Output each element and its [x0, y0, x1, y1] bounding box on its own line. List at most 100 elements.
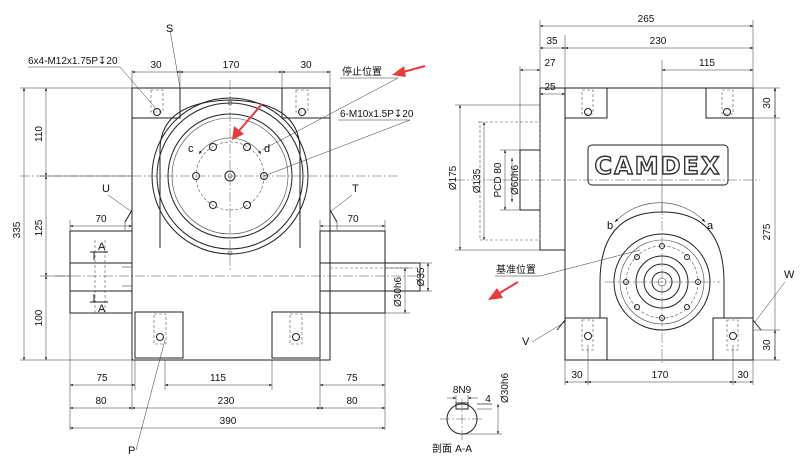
tap-callout-12: 6x4-M12x1.75P↧20: [28, 56, 118, 67]
dim-335: 335: [12, 221, 23, 238]
front-red-arrow: [232, 103, 263, 140]
dim-115-side: 115: [699, 58, 715, 69]
dim-pcd80: PCD 80: [493, 162, 504, 197]
front-labels: 30 170 30 335 110 125 100 70 70 75 115 7…: [12, 23, 536, 457]
side-tap-hidden: [581, 319, 594, 351]
front-dimensions: [20, 29, 432, 451]
left-input-shaft: [69, 262, 133, 292]
letter-b: b: [607, 220, 613, 232]
side-tap-hole: [729, 332, 737, 340]
dim-170-top: 170: [223, 60, 240, 71]
letter-V: V: [522, 336, 530, 348]
side-tap-hidden: [726, 319, 739, 351]
dim-75-right: 75: [346, 373, 358, 384]
dim-265: 265: [638, 14, 655, 25]
dim-phi60h6: Ø60h6: [510, 165, 521, 195]
letter-W: W: [784, 269, 795, 281]
dim-30-top-left: 30: [150, 60, 162, 71]
chamfer-mark: [124, 209, 133, 223]
section-title: 剖面 A-A: [432, 442, 472, 455]
section-labels: 8N9 4 Ø30h6 剖面 A-A: [432, 373, 511, 455]
side-top-left-boss: [564, 87, 608, 119]
letter-c: c: [188, 143, 194, 155]
dim-phi175: Ø175: [448, 165, 459, 190]
dim-30-side-br: 30: [737, 370, 749, 381]
side-labels: 265 35 230 27 115 25 30 Ø175 Ø135 PCD 80…: [448, 14, 795, 381]
dim-110: 110: [34, 126, 45, 142]
letter-U: U: [102, 183, 110, 195]
front-tap-hole: [153, 108, 161, 116]
chamfer-mark: [329, 209, 338, 223]
letter-A-top: A: [98, 241, 106, 253]
front-tap-hidden-right: [295, 89, 309, 113]
side-flange: [539, 87, 566, 251]
side-tap-hidden: [581, 89, 594, 115]
dim-phi35: Ø35: [416, 267, 427, 286]
dim-80-right: 80: [346, 396, 358, 407]
side-dimensions: [455, 20, 786, 385]
dim-27: 27: [544, 58, 556, 69]
side-top-right-boss: [705, 87, 754, 119]
brand-logo-text: CAMDEX: [595, 152, 722, 180]
front-top-right-boss: [281, 87, 331, 119]
brand-plate: [587, 144, 729, 186]
section-a-a: [440, 395, 502, 440]
top-red-arrow: [392, 65, 426, 77]
front-bottom-right-boss: [271, 311, 321, 359]
front-top-left-boss: [131, 87, 181, 119]
front-tap-hole: [156, 333, 164, 341]
side-hidden-disc: [479, 121, 541, 241]
dim-phi30h6: Ø30h6: [393, 277, 404, 307]
dim-30-side-bottom: 30: [762, 339, 773, 351]
side-tap-hole: [723, 108, 731, 116]
dim-30-side-bl: 30: [571, 370, 583, 381]
dim-30-top-right: 30: [300, 60, 312, 71]
side-foot-chamfer: [752, 319, 762, 331]
input-rotation-arc: [614, 202, 706, 223]
dim-70-right: 70: [347, 214, 359, 225]
side-tap-hole: [584, 108, 592, 116]
dim-25: 25: [544, 82, 556, 93]
front-tap-hidden-br: [289, 313, 303, 345]
dim-230-side: 230: [650, 36, 667, 47]
side-foot-chamfer: [556, 319, 566, 331]
letter-d: d: [264, 143, 270, 155]
section-phi30h6: Ø30h6: [500, 373, 511, 403]
letter-a: a: [707, 220, 714, 232]
dim-75-left: 75: [96, 373, 108, 384]
dim-230: 230: [218, 396, 235, 407]
dim-115: 115: [210, 373, 226, 384]
letter-P: P: [128, 445, 135, 457]
dim-390: 390: [220, 416, 237, 427]
dim-275: 275: [762, 223, 773, 240]
dim-170-side: 170: [652, 370, 669, 381]
front-tap-hole: [298, 108, 306, 116]
dim-70-left: 70: [95, 214, 107, 225]
dim-35: 35: [546, 36, 558, 47]
bottom-red-arrow: [488, 281, 519, 300]
dim-100: 100: [34, 309, 45, 326]
front-tap-hole: [292, 333, 300, 341]
letter-T: T: [352, 183, 359, 195]
side-tap-hole: [584, 332, 592, 340]
front-tap-hidden-left: [150, 89, 164, 113]
dim-125: 125: [34, 219, 45, 236]
letter-A-bottom: A: [98, 303, 106, 315]
side-housing-outline: [564, 87, 754, 361]
section-key-width: 8N9: [453, 385, 472, 396]
side-tap-hidden: [721, 89, 734, 115]
dim-30-side-top: 30: [762, 97, 773, 109]
right-output-shaft: [319, 262, 421, 292]
stop-position-label: 停止位置: [342, 65, 382, 78]
bottom-marker: [227, 250, 233, 256]
tap-callout-10: 6-M10x1.5P↧20: [340, 109, 414, 120]
front-tap-hidden-bl: [153, 313, 167, 345]
side-bottom-left-boss: [564, 317, 608, 361]
section-key-depth: 4: [485, 394, 491, 405]
letter-S: S: [166, 23, 173, 35]
reference-position-label: 基准位置: [496, 263, 536, 276]
dim-phi135: Ø135: [472, 168, 483, 193]
front-view: [20, 80, 425, 361]
